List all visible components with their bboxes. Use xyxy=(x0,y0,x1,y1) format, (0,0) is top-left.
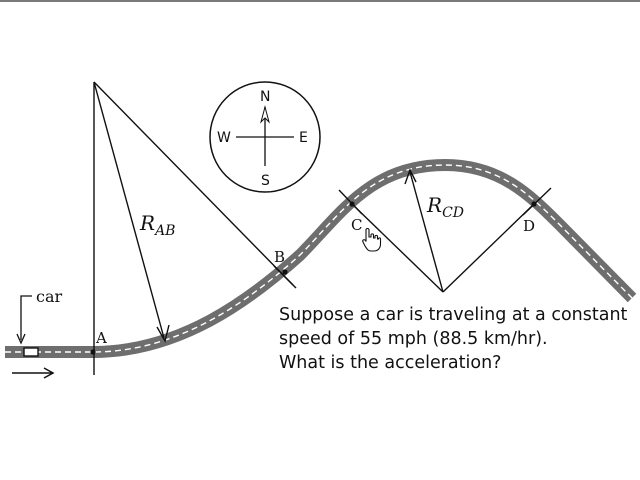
question-line-3: What is the acceleration? xyxy=(279,353,502,373)
radius-cd-subscript: CD xyxy=(442,205,464,221)
radius-cd-line-d xyxy=(442,203,535,293)
radius-ab-subscript: AB xyxy=(153,223,175,239)
point-a-dot xyxy=(90,349,96,355)
question-line-1: Suppose a car is traveling at a constant xyxy=(279,305,628,325)
compass-ring xyxy=(209,81,321,193)
point-c-dot xyxy=(349,201,355,207)
tick-b xyxy=(273,265,297,289)
question-line-2: speed of 55 mph (88.5 km/hr). xyxy=(279,329,548,349)
label-c: C xyxy=(351,216,362,234)
road-center-dash xyxy=(5,164,633,353)
radius-ab-arrow-line xyxy=(93,81,165,339)
point-b-dot xyxy=(282,269,288,275)
radius-cd-arrowhead xyxy=(404,168,417,185)
car-label: car xyxy=(36,287,63,306)
right-arrow-icon xyxy=(12,367,55,379)
compass-south: S xyxy=(261,173,270,189)
radius-cd-arrow-line xyxy=(409,171,444,293)
radius-ab-arrowhead xyxy=(156,324,170,343)
car-leader-arrowhead xyxy=(16,333,26,345)
compass-west: W xyxy=(217,130,231,146)
label-a: A xyxy=(95,329,107,347)
label-b: B xyxy=(274,248,285,266)
radius-cd-main: R xyxy=(426,193,442,217)
radius-cd-line-c xyxy=(351,203,444,293)
car-icon xyxy=(23,347,39,357)
hand-pointer-icon xyxy=(362,227,382,252)
top-border xyxy=(0,0,640,2)
radius-ab-label: RAB xyxy=(139,211,175,239)
radius-ab-line-to-b xyxy=(93,81,294,286)
label-d: D xyxy=(523,217,535,235)
radius-ab-main: R xyxy=(139,211,155,235)
question-text: Suppose a car is traveling at a constant… xyxy=(279,303,639,375)
car-label-leader xyxy=(20,295,32,340)
compass-east: E xyxy=(299,130,308,146)
point-d-dot xyxy=(531,201,537,207)
compass-north: N xyxy=(260,89,270,105)
compass: N S E W xyxy=(209,81,321,193)
radius-cd-label: RCD xyxy=(426,193,464,221)
compass-needle-icon xyxy=(260,105,270,124)
